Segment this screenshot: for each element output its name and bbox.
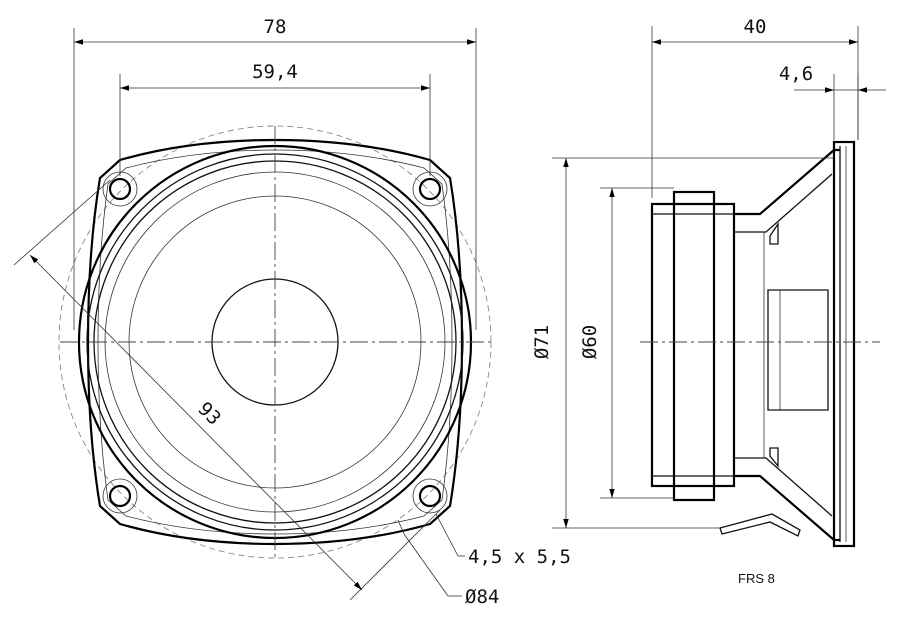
dimension-71: Ø71 <box>531 157 834 529</box>
magnet-outer <box>650 202 736 488</box>
side-view: 40 4,6 Ø71 Ø60 FRS 8 <box>531 16 886 586</box>
dim-label-40: 40 <box>744 16 767 38</box>
dim-label-slot: 4,5 x 5,5 <box>468 546 571 568</box>
basket-window-mid <box>767 289 829 411</box>
dim-label-59-4: 59,4 <box>252 61 298 83</box>
mounting-hole-tl <box>102 171 138 207</box>
basket-frame-bottom <box>734 474 840 542</box>
mounting-hole-br <box>412 478 448 514</box>
basket-frame-top-inner <box>734 173 833 233</box>
dimension-59-4: 59,4 <box>119 61 431 176</box>
dim-label-78: 78 <box>264 16 287 38</box>
basket-window-top <box>769 221 779 245</box>
front-view: 78 59,4 93 4,5 x 5,5 Ø84 <box>13 16 571 608</box>
magnet-core <box>672 190 716 502</box>
dim-label-71: Ø71 <box>531 325 553 359</box>
dim-label-60: Ø60 <box>579 325 601 359</box>
basket-frame-top <box>734 148 840 216</box>
model-label: FRS 8 <box>738 571 775 586</box>
mounting-hole-bl <box>102 478 138 514</box>
front-flange <box>832 140 856 548</box>
basket-frame-bottom-inner <box>734 457 833 517</box>
dimension-60: Ø60 <box>579 187 674 499</box>
dimension-40: 40 <box>651 16 859 198</box>
terminal-tab <box>719 513 801 537</box>
basket-window-bottom <box>769 447 779 468</box>
callout-slot: 4,5 x 5,5 <box>435 513 571 568</box>
dim-label-84: Ø84 <box>465 586 499 608</box>
dim-label-4-6: 4,6 <box>779 63 813 85</box>
dimension-4-6: 4,6 <box>779 63 886 140</box>
mounting-hole-tr <box>412 171 448 207</box>
callout-circle: Ø84 <box>397 519 499 608</box>
